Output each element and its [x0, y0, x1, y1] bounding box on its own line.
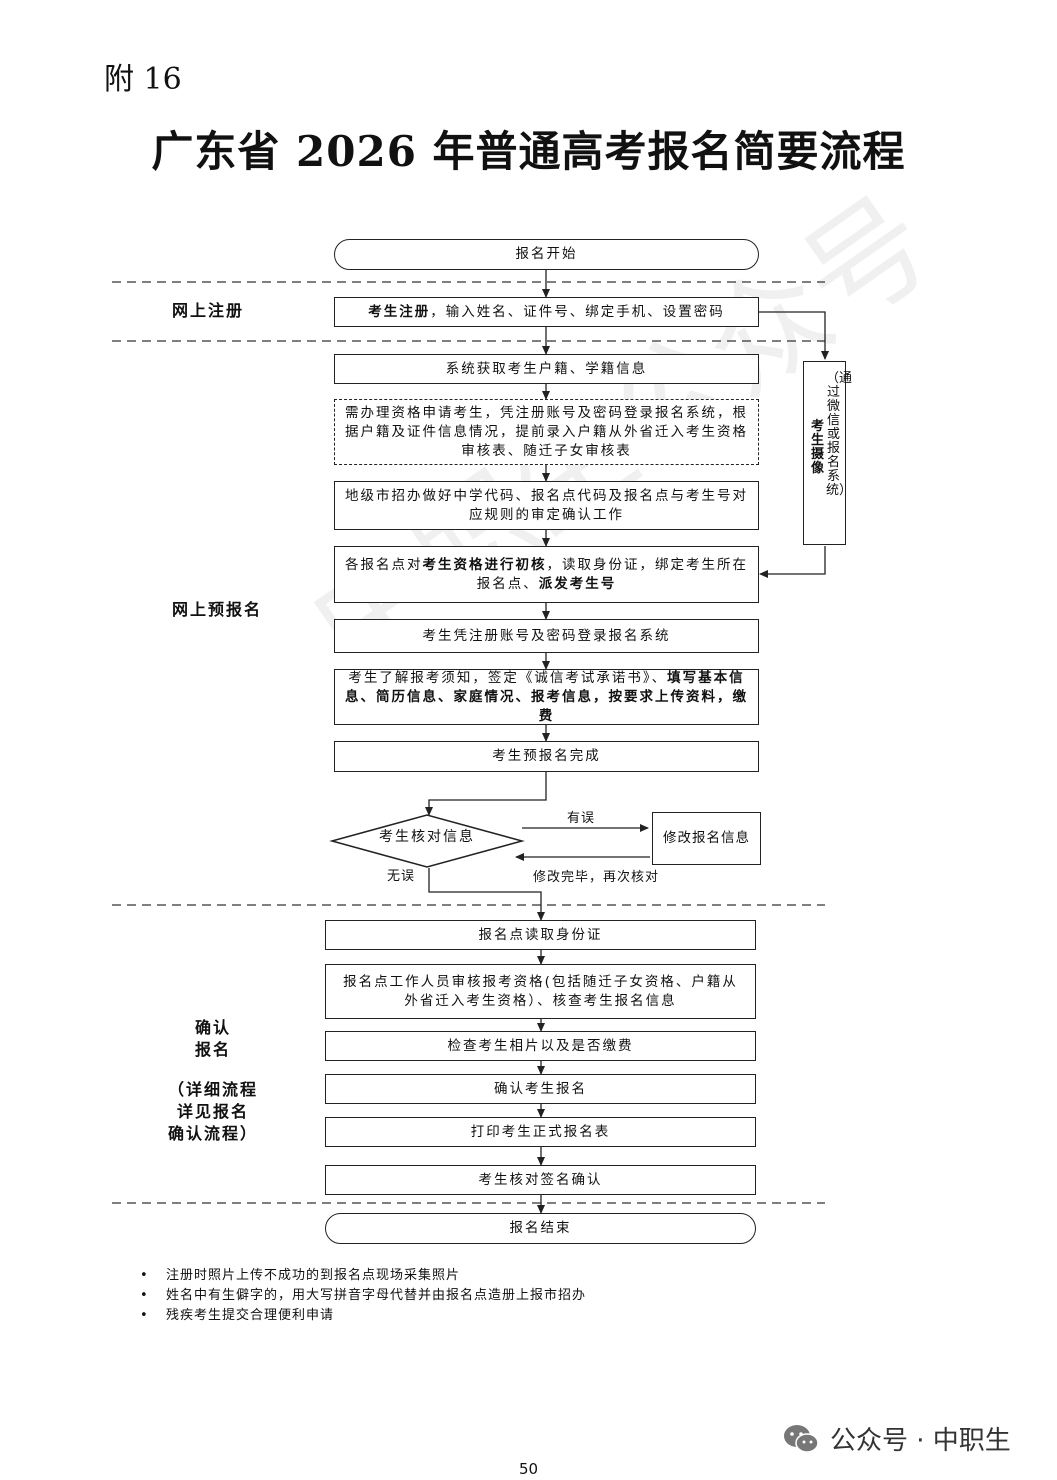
node-print-form: 打印考生正式报名表 [325, 1117, 756, 1147]
section-label-line: 确认 [194, 1018, 231, 1037]
section-label-line: 详见报名 [176, 1102, 249, 1121]
section-label-line: 报名 [194, 1040, 231, 1059]
footer-brand-text: 公众号 · 中职生 [830, 1426, 1011, 1456]
node-register-bold: 考生注册 [368, 303, 431, 320]
side-box-photo: 考生摄像 （通过微信或报名系统） [803, 361, 853, 545]
node-read-id: 报名点读取身份证 [325, 920, 756, 950]
node-initial-review-bold: 考生资格进行初核 [422, 556, 547, 573]
node-staff-review: 报名点工作人员审核报考资格(包括随迁子女资格、户籍从外省迁入考生资格）、核查考生… [325, 964, 756, 1019]
node-initial-review-text: ，读取身份证，绑定考生所在报名点、 [476, 556, 748, 592]
section-label-pre-register: 网上预报名 [172, 600, 263, 619]
section-label-line [158, 1061, 268, 1079]
node-qualification-application: 需办理资格申请考生，凭注册账号及密码登录报名系统，根据户籍及证件信息情况，提前录… [334, 399, 759, 465]
node-city-office-review: 地级市招办做好中学代码、报名点代码及报名点与考生号对应规则的审定确认工作 [334, 481, 759, 530]
decision-check-info: 考生核对信息 [379, 829, 475, 845]
note-item: 残疾考生提交合理便利申请 [140, 1306, 586, 1326]
node-fill-info-bold: 填写基本信息、简历信息、家庭情况、报考信息，按要求上传资料，缴费 [345, 669, 748, 724]
node-confirm-registration: 确认考生报名 [325, 1074, 756, 1104]
section-label-register: 网上注册 [172, 301, 245, 320]
node-initial-review-bold: 派发考生号 [538, 575, 617, 592]
node-register-text: ，输入姓名、证件号、绑定手机、设置密码 [430, 303, 725, 320]
section-label-confirm: 确认 报名 （详细流程 详见报名 确认流程） [158, 1017, 268, 1145]
page-label: 附 16 [104, 62, 182, 97]
page-number: 50 [518, 1460, 539, 1478]
node-modify-info: 修改报名信息 [652, 812, 761, 865]
node-photo-fee-check: 检查考生相片以及是否缴费 [325, 1031, 756, 1061]
side-box-photo-note: （通过微信或报名系统） [826, 371, 853, 498]
note-item: 注册时照片上传不成功的到报名点现场采集照片 [140, 1266, 586, 1286]
node-fill-info: 考生了解报考须知，签定《诚信考试承诺书》、填写基本信息、简历信息、家庭情况、报考… [334, 669, 759, 725]
footer-brand: 公众号 · 中职生 [782, 1420, 1011, 1457]
notes-list: 注册时照片上传不成功的到报名点现场采集照片 姓名中有生僻字的，用大写拼音字母代替… [140, 1266, 586, 1326]
node-start: 报名开始 [334, 239, 759, 270]
node-end: 报名结束 [325, 1213, 756, 1244]
node-pre-register-done: 考生预报名完成 [334, 741, 759, 772]
page-title: 广东省 2026 年普通高考报名简要流程 [151, 127, 906, 176]
edge-label-recheck: 修改完毕，再次核对 [533, 870, 660, 885]
node-initial-review: 各报名点对考生资格进行初核，读取身份证，绑定考生所在报名点、派发考生号 [334, 546, 759, 603]
section-label-line: （详细流程 [167, 1080, 258, 1099]
edge-label-error: 有误 [567, 811, 596, 826]
node-login: 考生凭注册账号及密码登录报名系统 [334, 619, 759, 653]
section-label-line: 确认流程） [167, 1124, 258, 1143]
edge-label-no-error: 无误 [387, 869, 416, 884]
decision-diamond [329, 814, 525, 868]
wechat-icon [784, 1424, 819, 1453]
side-box-photo-main: 考生摄像 [810, 419, 824, 476]
node-fetch-info: 系统获取考生户籍、学籍信息 [334, 354, 759, 384]
note-item: 姓名中有生僻字的，用大写拼音字母代替并由报名点造册上报市招办 [140, 1286, 586, 1306]
node-fill-info-text: 考生了解报考须知，签定《诚信考试承诺书》、 [348, 669, 668, 686]
node-sign-confirm: 考生核对签名确认 [325, 1165, 756, 1195]
node-initial-review-text: 各报名点对 [345, 556, 423, 573]
node-register: 考生注册，输入姓名、证件号、绑定手机、设置密码 [334, 297, 759, 327]
